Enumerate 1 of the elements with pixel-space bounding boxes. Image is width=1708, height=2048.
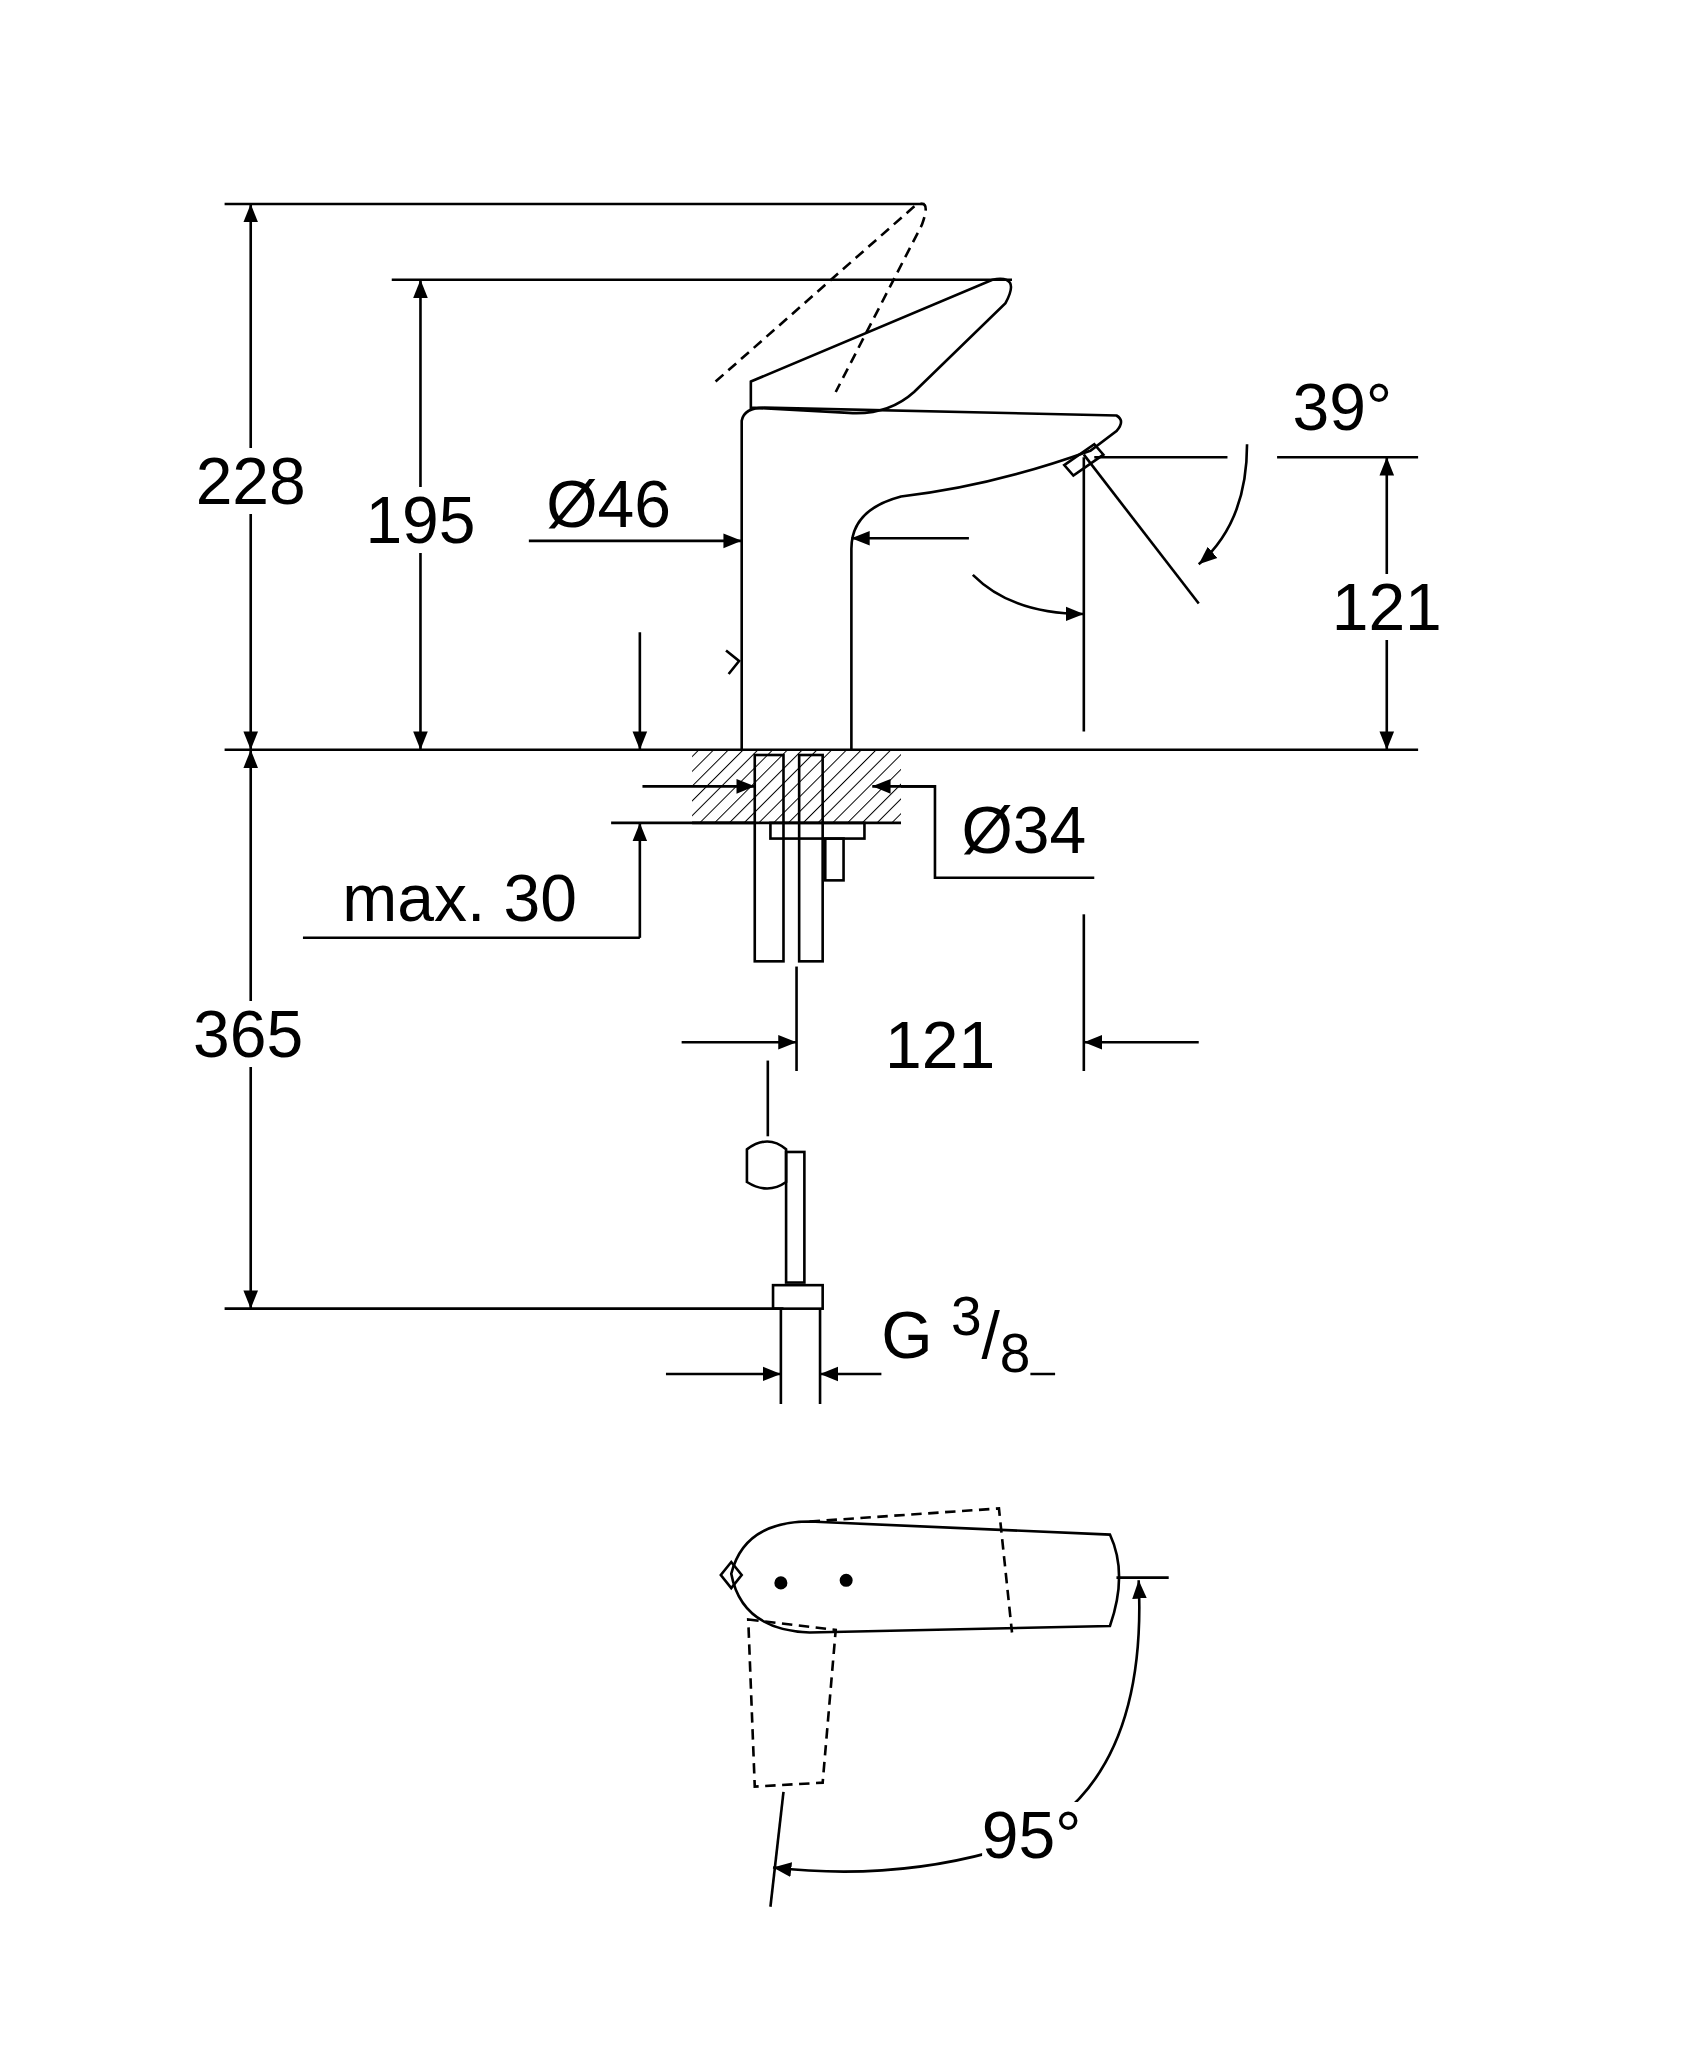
- dimension-label: 365: [193, 1001, 304, 1068]
